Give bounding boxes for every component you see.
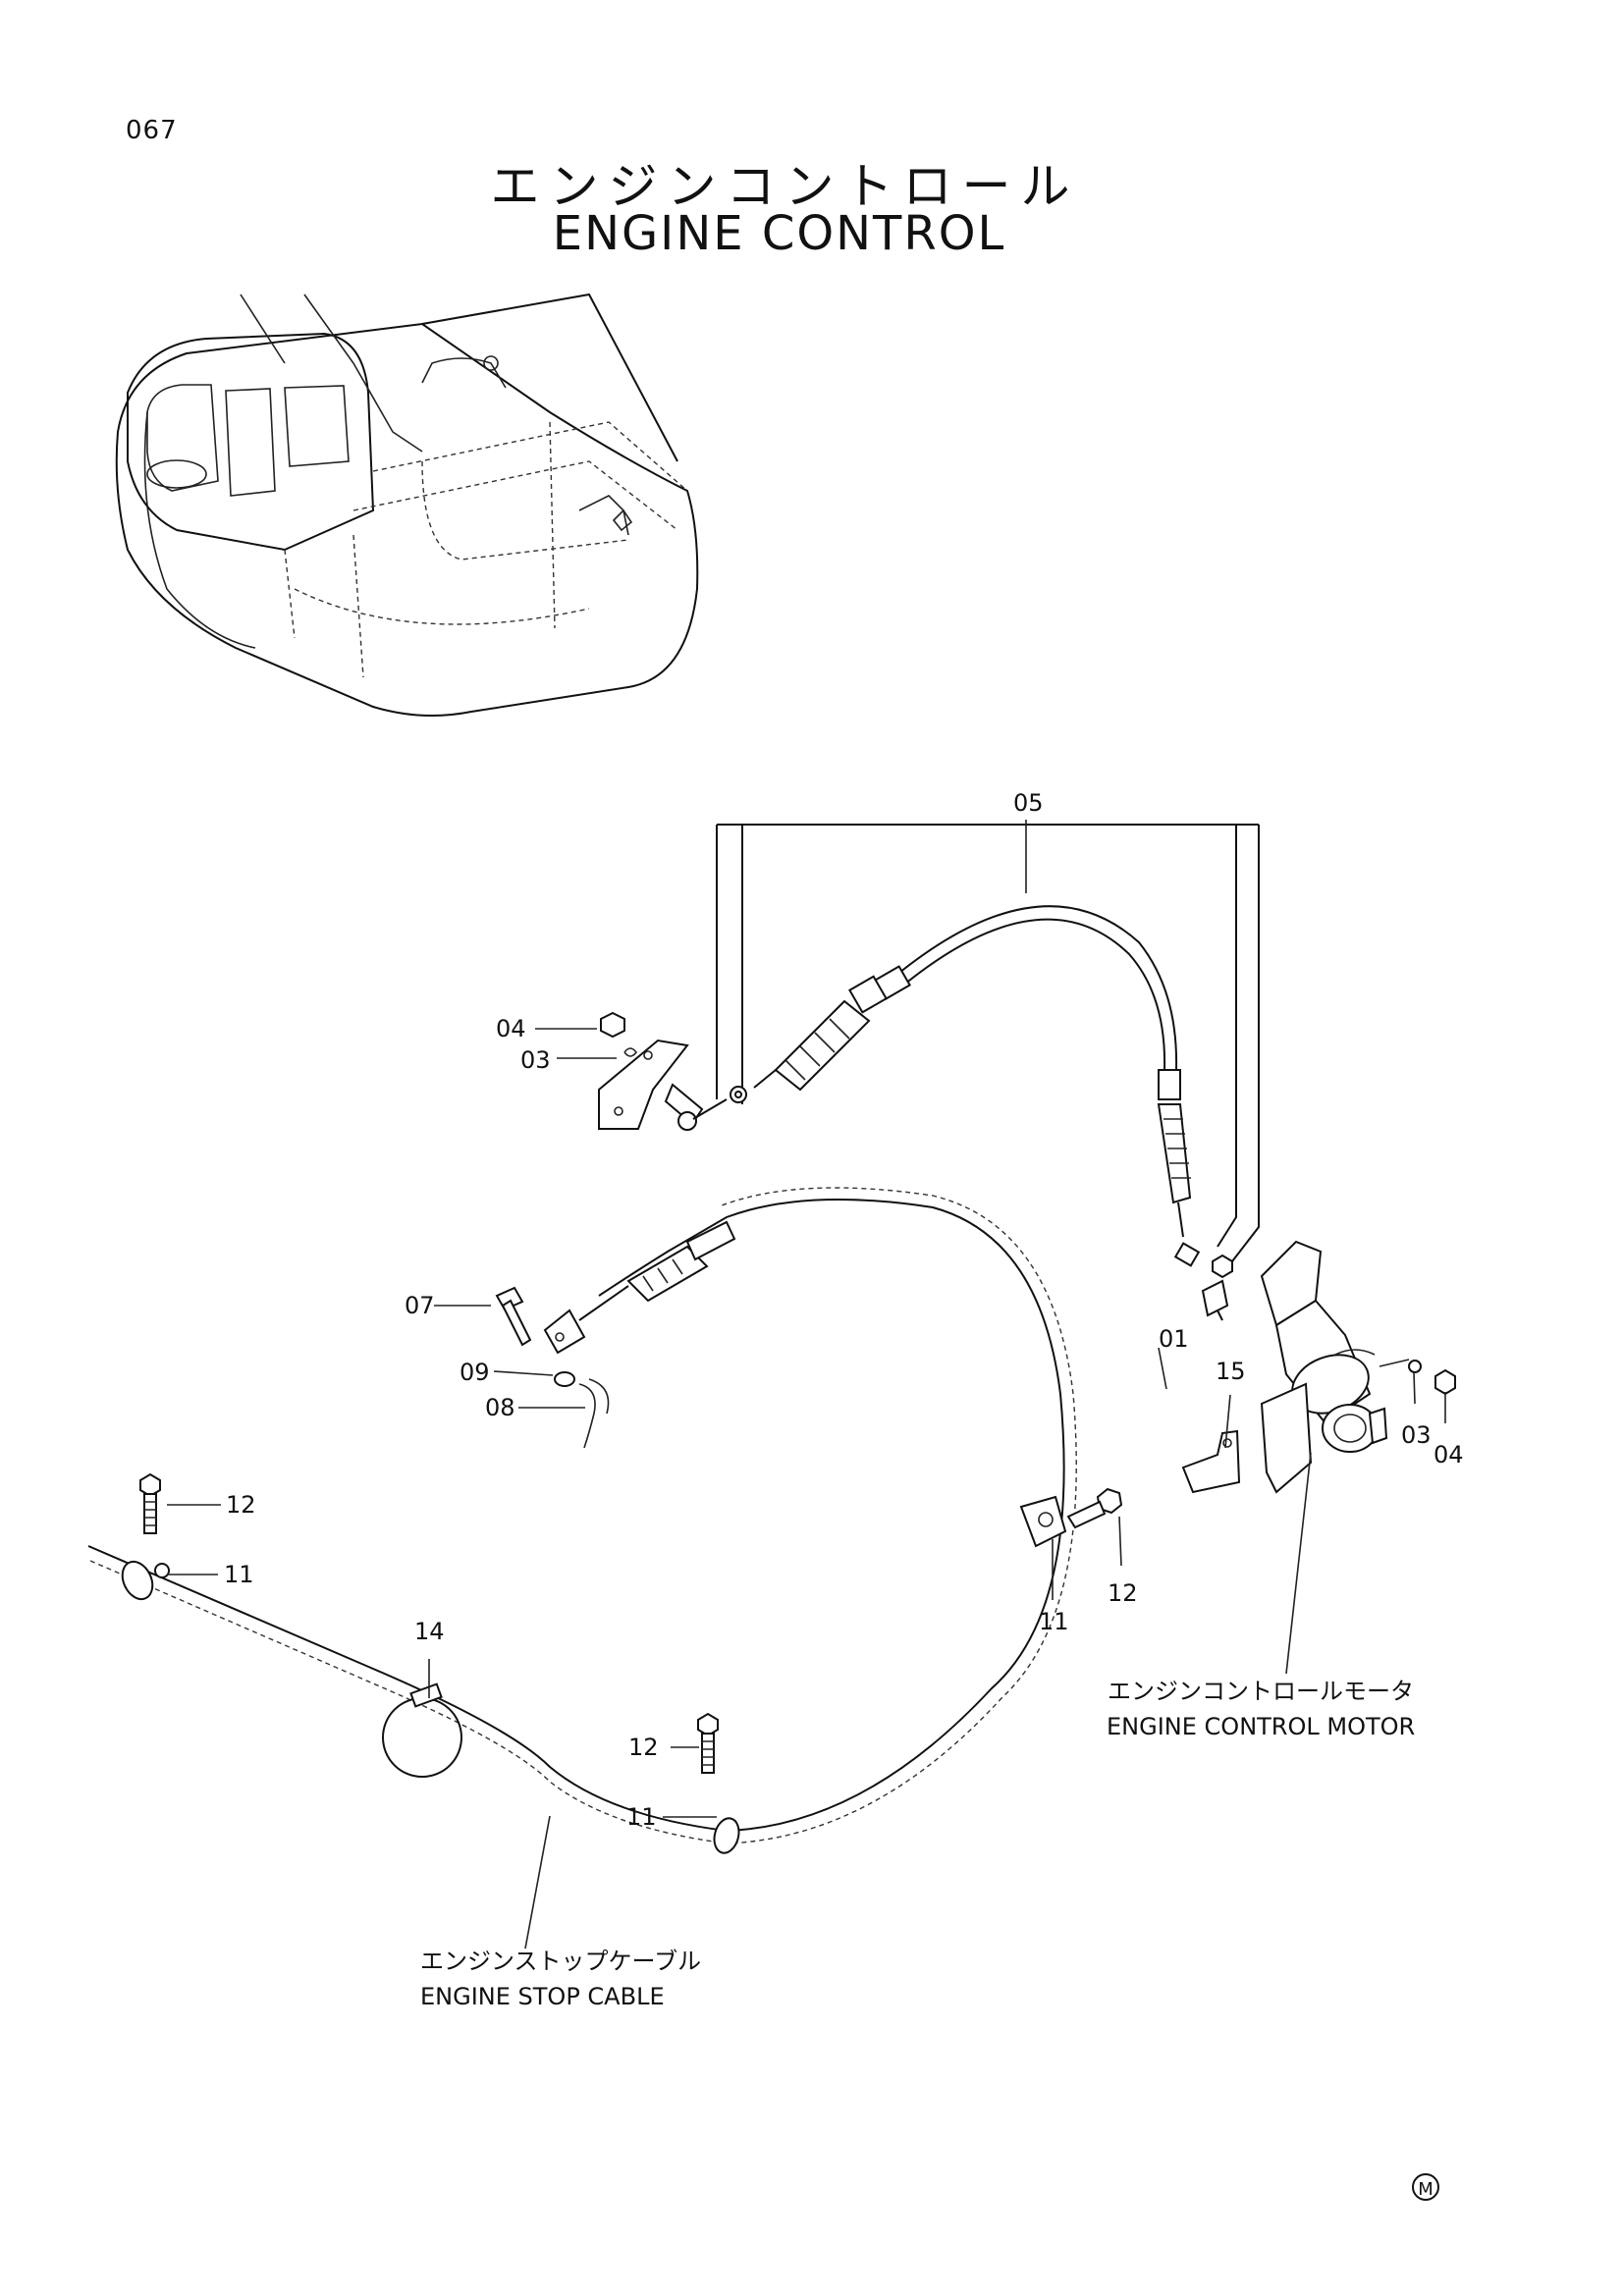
callout-11-right: 11 bbox=[1039, 1608, 1069, 1635]
callout-11-middle: 11 bbox=[626, 1803, 657, 1831]
callout-11-left: 11 bbox=[224, 1561, 254, 1588]
callout-12-middle: 12 bbox=[628, 1734, 659, 1761]
engine-control-motor bbox=[1181, 1240, 1456, 1675]
callout-14: 14 bbox=[414, 1618, 445, 1645]
captions: エンジンコントロールモータ ENGINE CONTROL MOTOR エンジンス… bbox=[420, 1678, 1415, 2010]
page-number: 067 bbox=[126, 116, 178, 145]
title-english: ENGINE CONTROL bbox=[552, 206, 1006, 261]
callout-08: 08 bbox=[485, 1394, 515, 1421]
motor-caption-jp: エンジンコントロールモータ bbox=[1108, 1678, 1414, 1705]
callout-labels: 05 04 03 07 09 08 01 15 03 04 12 11 12 1… bbox=[224, 789, 1464, 1831]
engine-stop-cable bbox=[87, 1187, 1123, 1949]
callout-04-right: 04 bbox=[1434, 1441, 1464, 1468]
engine-control-cable bbox=[716, 820, 1260, 1267]
callout-03-right: 03 bbox=[1401, 1421, 1432, 1449]
callout-04: 04 bbox=[496, 1015, 526, 1042]
title-japanese: エンジンコントロール bbox=[490, 158, 1080, 215]
mark-letter: M bbox=[1418, 2179, 1434, 2200]
lever-bracket bbox=[598, 1011, 728, 1131]
callout-07: 07 bbox=[405, 1292, 435, 1319]
callout-05: 05 bbox=[1013, 789, 1044, 817]
callout-01: 01 bbox=[1159, 1325, 1189, 1353]
leader-lines bbox=[167, 1028, 1446, 1818]
motor-caption-en: ENGINE CONTROL MOTOR bbox=[1107, 1713, 1415, 1740]
callout-03: 03 bbox=[520, 1046, 551, 1074]
excavator-overview bbox=[115, 293, 699, 717]
callout-12-left: 12 bbox=[226, 1491, 256, 1519]
callout-09: 09 bbox=[460, 1359, 490, 1386]
stop-cable-caption-jp: エンジンストップケーブル bbox=[420, 1948, 701, 1975]
stop-cable-caption-en: ENGINE STOP CABLE bbox=[420, 1983, 665, 2010]
callout-12-right: 12 bbox=[1108, 1579, 1138, 1607]
callout-15: 15 bbox=[1216, 1358, 1246, 1385]
circled-m-mark: M bbox=[1412, 2173, 1439, 2201]
